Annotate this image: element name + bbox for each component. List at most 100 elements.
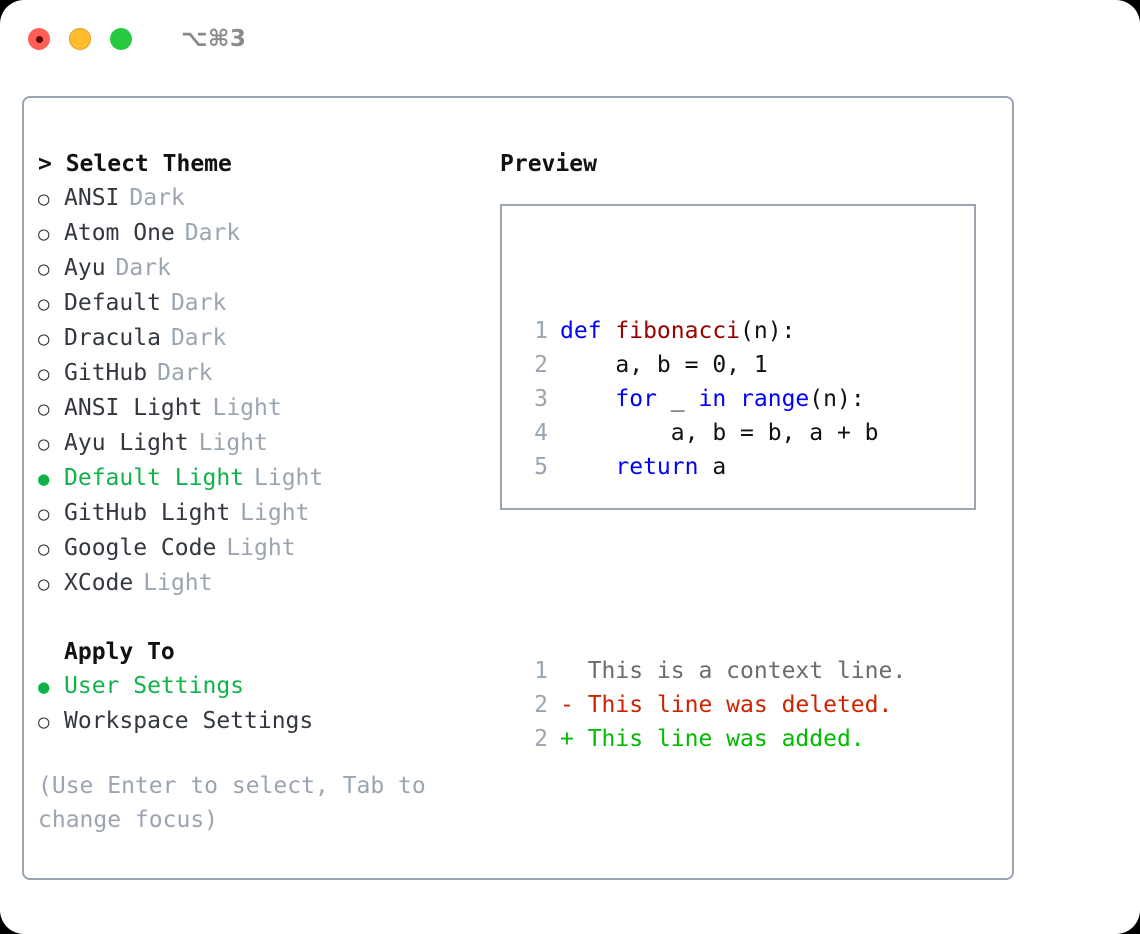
- theme-list-item[interactable]: ○ Dracula Dark: [38, 321, 498, 356]
- list-spacer: [38, 601, 498, 635]
- diff-line: 2+ This line was added.: [522, 722, 906, 756]
- line-number: 3: [534, 386, 548, 412]
- diff-line: 2- This line was deleted.: [522, 688, 906, 722]
- radio-unselected-icon: ○: [38, 188, 50, 210]
- theme-name-label: Ayu Light: [64, 430, 189, 456]
- diff-lines: 1 This is a context line.2- This line wa…: [522, 654, 906, 756]
- radio-unselected-icon: ○: [38, 398, 50, 420]
- code-token-plain: [560, 450, 615, 484]
- code-token-kw: in: [698, 386, 727, 412]
- code-token-plain: (n):: [740, 318, 796, 344]
- theme-name-label: Google Code: [64, 535, 217, 561]
- theme-list-item[interactable]: ○ ANSI Light Light: [38, 391, 498, 426]
- theme-name-label: ANSI: [64, 185, 120, 211]
- code-token-plain: _: [656, 386, 699, 412]
- line-number: 2: [534, 726, 548, 752]
- radio-unselected-icon: ○: [38, 363, 50, 385]
- code-line: 1 def fibonacci(n):: [522, 314, 906, 348]
- theme-name-label: Default Light: [64, 465, 245, 491]
- code-line: 2 a, b = 0, 1: [522, 348, 906, 382]
- code-token-plain: a, b = b, a + b: [560, 420, 879, 446]
- line-number: 2: [534, 692, 548, 718]
- theme-name-label: Ayu: [64, 255, 106, 281]
- radio-unselected-icon: ○: [38, 711, 50, 733]
- apply-to-label: User Settings: [64, 673, 245, 699]
- theme-list-item[interactable]: ○ Default Dark: [38, 286, 498, 321]
- apply-to-list-item[interactable]: ○ Workspace Settings: [38, 704, 498, 739]
- diff-marker: -: [560, 692, 574, 718]
- line-number: 1: [534, 658, 548, 684]
- radio-unselected-icon: ○: [38, 503, 50, 525]
- code-token-kw: for: [615, 386, 657, 412]
- line-number: 1: [534, 318, 548, 344]
- theme-category-tag: Dark: [115, 255, 171, 281]
- theme-list-item[interactable]: ○ ANSI Dark: [38, 181, 498, 216]
- code-token-plain: a: [698, 454, 727, 480]
- code-token-kw: def: [560, 318, 616, 344]
- theme-category-tag: Dark: [184, 220, 241, 246]
- line-number: 2: [534, 352, 548, 378]
- apply-to-heading: Apply To: [64, 639, 175, 665]
- code-token-builtin: range: [740, 386, 810, 412]
- diff-line: 1 This is a context line.: [522, 654, 906, 688]
- traffic-lights: [28, 28, 132, 50]
- theme-name-label: Dracula: [64, 325, 161, 351]
- theme-list-item[interactable]: ○ Ayu Light Light: [38, 426, 498, 461]
- theme-category-tag: Dark: [170, 325, 227, 351]
- radio-selected-icon: ●: [38, 676, 50, 698]
- theme-list-item[interactable]: ● Default Light Light: [38, 461, 498, 496]
- theme-name-label: XCode: [64, 570, 134, 596]
- radio-unselected-icon: ○: [38, 328, 50, 350]
- theme-list-item[interactable]: ○ Atom One Dark: [38, 216, 498, 251]
- keyboard-hint-text: (Use Enter to select, Tab to change focu…: [38, 773, 440, 833]
- theme-list-item[interactable]: ○ GitHub Dark: [38, 356, 498, 391]
- apply-to-list-item[interactable]: ● User Settings: [38, 669, 498, 704]
- apply-to-list: ● User Settings ○ Workspace Settings: [38, 669, 498, 739]
- theme-category-tag: Dark: [129, 185, 185, 211]
- code-line: 5 return a: [522, 450, 906, 484]
- diff-text: This is a context line.: [573, 658, 907, 684]
- theme-category-tag: Dark: [170, 290, 227, 316]
- diff-marker: [560, 654, 574, 688]
- theme-name-label: ANSI Light: [64, 395, 203, 421]
- close-button-icon[interactable]: [28, 28, 50, 50]
- code-token-plain: [560, 382, 615, 416]
- code-token-fn: fibonacci: [615, 318, 741, 344]
- keyboard-shortcut-label: ⌥⌘3: [181, 26, 247, 52]
- line-number: 4: [534, 420, 548, 446]
- code-line: 4 a, b = b, a + b: [522, 416, 906, 450]
- apply-to-label: Workspace Settings: [64, 708, 314, 734]
- theme-category-tag: Light: [198, 430, 268, 456]
- theme-name-label: Atom One: [64, 220, 175, 246]
- maximize-button-icon[interactable]: [110, 28, 132, 50]
- radio-selected-icon: ●: [38, 468, 50, 490]
- minimize-button-icon[interactable]: [69, 28, 91, 50]
- code-token-plain: a, b = 0, 1: [560, 352, 768, 378]
- radio-unselected-icon: ○: [38, 573, 50, 595]
- theme-category-tag: Light: [226, 535, 296, 561]
- code-line: 3 for _ in range(n):: [522, 382, 906, 416]
- radio-unselected-icon: ○: [38, 293, 50, 315]
- code-token-plain: (n):: [809, 386, 865, 412]
- theme-category-tag: Light: [212, 395, 282, 421]
- theme-name-label: Default: [64, 290, 161, 316]
- theme-category-tag: Dark: [157, 360, 213, 386]
- title-bar: ⌥⌘3: [0, 0, 1140, 78]
- theme-name-label: GitHub: [64, 360, 148, 386]
- radio-unselected-icon: ○: [38, 223, 50, 245]
- line-number: 5: [534, 454, 548, 480]
- radio-unselected-icon: ○: [38, 433, 50, 455]
- theme-category-tag: Light: [254, 465, 324, 491]
- code-diff-gap: [522, 552, 906, 586]
